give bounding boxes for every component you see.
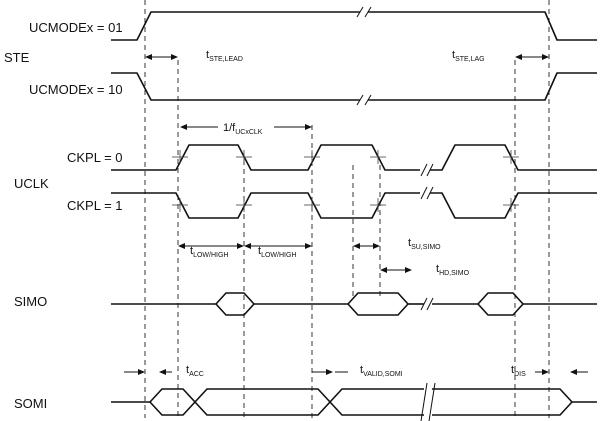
svg-text:tHD,SIMO: tHD,SIMO [436, 263, 470, 277]
signal-label-ckpl1: CKPL = 1 [67, 198, 123, 213]
uclk-waveform-ckpl0 [111, 144, 597, 177]
acc-subscript: ACC [189, 371, 204, 378]
clock-transition-marks [172, 150, 519, 212]
svg-text:tSTE,LEAD: tSTE,LEAD [206, 49, 243, 63]
signal-label-ste: STE [4, 50, 30, 65]
clock-period-annotation: 1/fUCxCLK [180, 122, 312, 136]
hd-simo-symbol: t [436, 263, 439, 275]
signal-label-somi: SOMI [14, 396, 47, 411]
su-simo-symbol: t [408, 237, 411, 249]
svg-text:1/fUCxCLK: 1/fUCxCLK [223, 122, 263, 136]
valid-somi-subscript: VALID,SOMI [363, 371, 403, 378]
valid-somi-symbol: t [360, 364, 363, 376]
svg-text:tSU,SIMO: tSU,SIMO [408, 237, 441, 251]
signal-label-ucmode-10: UCMODEx = 10 [29, 82, 123, 97]
hd-simo-subscript: HD,SIMO [439, 270, 470, 277]
valid-somi-annotation: tVALID,SOMI [312, 364, 403, 378]
su-simo-subscript: SU,SIMO [411, 244, 441, 251]
reference-lines [144, 0, 550, 418]
su-simo-annotation: tSU,SIMO [353, 237, 441, 251]
ste-lead-symbol: t [206, 49, 209, 61]
svg-text:tLOW/HIGH: tLOW/HIGH [258, 245, 296, 259]
ste-lead-annotation: tSTE,LEAD [145, 49, 243, 63]
svg-text:tACC: tACC [186, 364, 204, 378]
svg-text:tVALID,SOMI: tVALID,SOMI [360, 364, 403, 378]
clock-period-symbol: 1/f [223, 122, 236, 134]
low-high-2-subscript: LOW/HIGH [261, 252, 296, 259]
dis-annotation: tDIS [511, 364, 588, 378]
ste-lag-subscript: STE,LAG [455, 56, 485, 63]
signal-label-ckpl0: CKPL = 0 [67, 150, 123, 165]
acc-symbol: t [186, 364, 189, 376]
low-high-1-subscript: LOW/HIGH [193, 252, 228, 259]
svg-text:tDIS: tDIS [511, 364, 526, 378]
dis-subscript: DIS [514, 371, 526, 378]
svg-text:tSTE,LAG: tSTE,LAG [452, 49, 485, 63]
clock-period-subscript: UCxCLK [235, 129, 263, 136]
dis-symbol: t [511, 364, 514, 376]
low-high-2-symbol: t [258, 245, 261, 257]
svg-text:tLOW/HIGH: tLOW/HIGH [190, 245, 228, 259]
ste-waveform-mode-01 [111, 6, 597, 41]
signal-label-uclk: UCLK [14, 176, 49, 191]
low-high-annotation-2: tLOW/HIGH [244, 243, 312, 259]
simo-waveform [111, 292, 597, 316]
signal-label-simo: SIMO [14, 294, 47, 309]
ste-lag-symbol: t [452, 49, 455, 61]
low-high-annotation-1: tLOW/HIGH [178, 243, 244, 259]
ste-lag-annotation: tSTE,LAG [452, 49, 549, 63]
ste-waveform-mode-10 [111, 72, 597, 106]
low-high-1-symbol: t [190, 245, 193, 257]
somi-waveform [111, 382, 597, 421]
acc-annotation: tACC [124, 364, 204, 378]
hd-simo-annotation: tHD,SIMO [380, 263, 470, 277]
uclk-waveform-ckpl1 [111, 186, 597, 219]
signal-label-ucmode-01: UCMODEx = 01 [29, 20, 123, 35]
ste-lead-subscript: STE,LEAD [209, 56, 243, 63]
